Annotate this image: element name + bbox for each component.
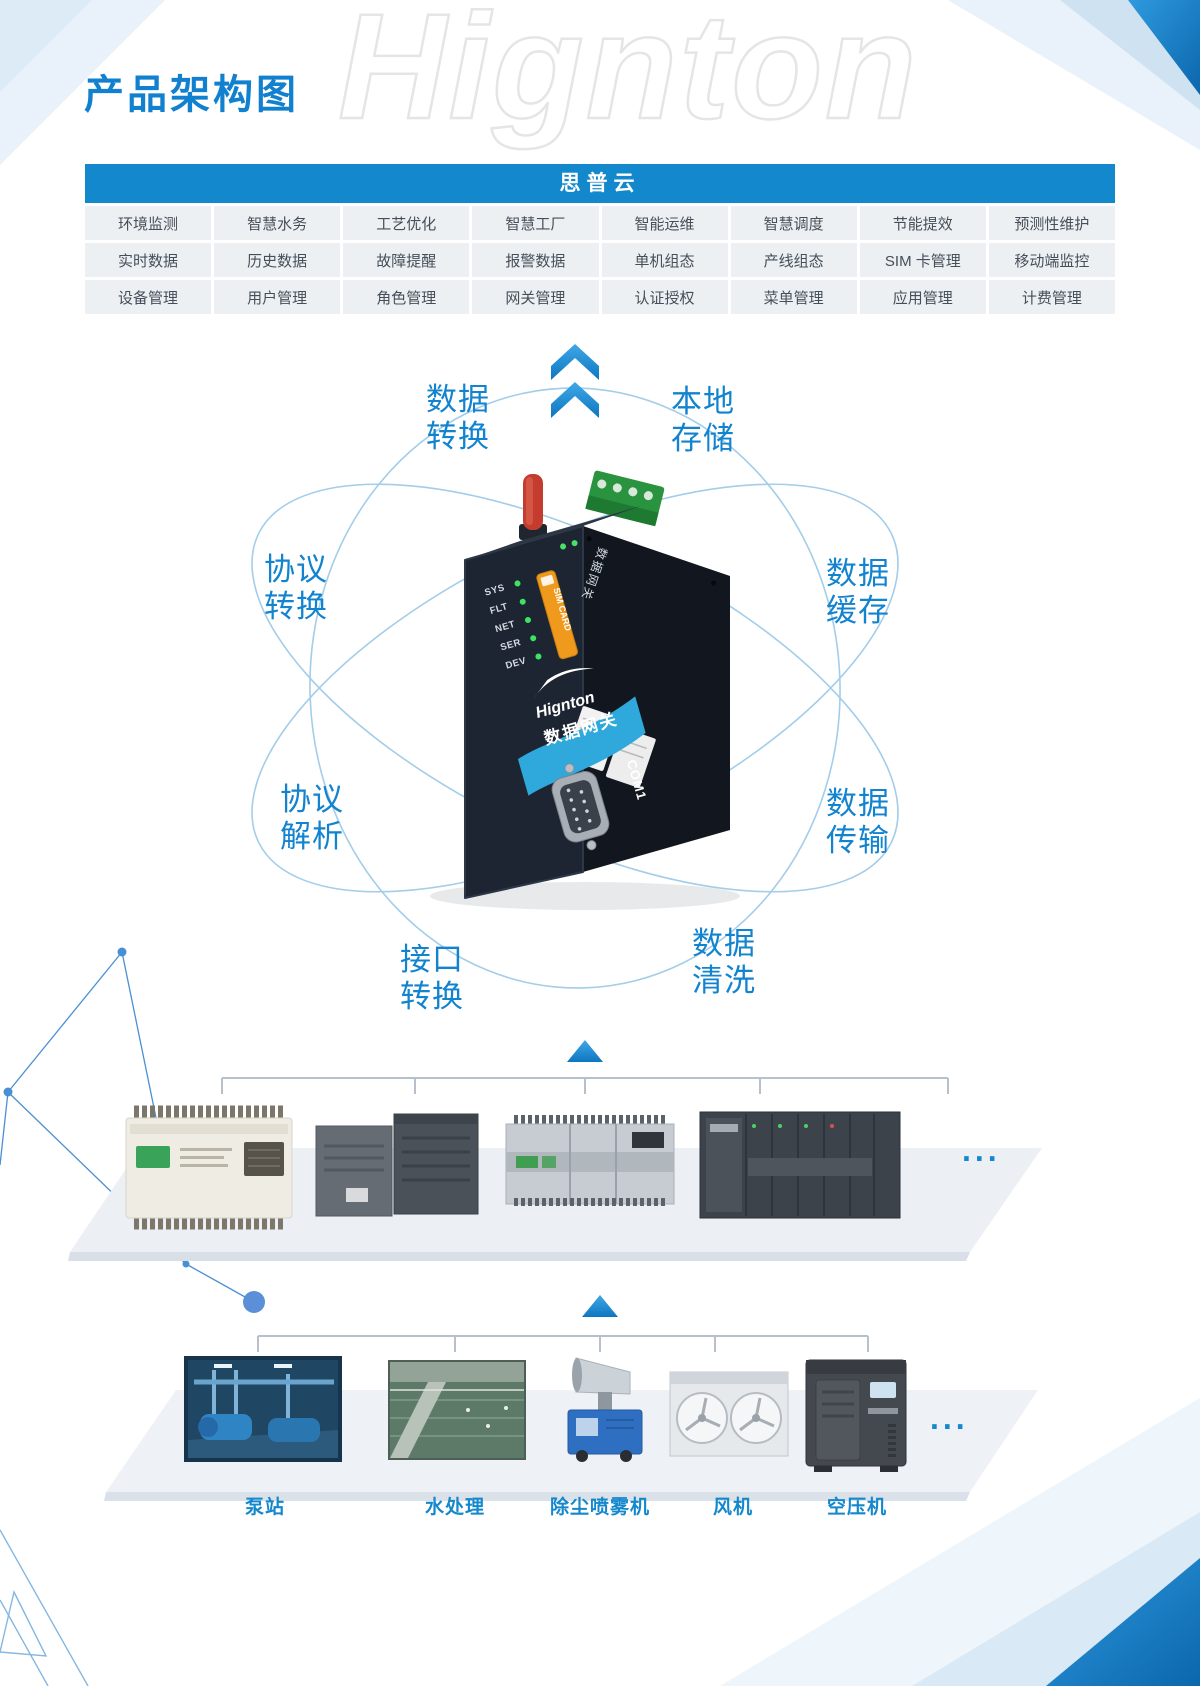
- cloud-feature-cell: 产线组态: [730, 243, 857, 277]
- led-label: SYS: [483, 582, 506, 598]
- cloud-table-header: 思普云: [85, 164, 1115, 203]
- plc-image-1: [125, 1105, 293, 1230]
- water-treatment-image: [388, 1360, 526, 1460]
- cloud-feature-cell: 环境监测: [85, 206, 212, 240]
- network-dot: [117, 947, 127, 957]
- up-chevrons-icon: [551, 344, 599, 418]
- cloud-feature-cell: 角色管理: [343, 280, 470, 314]
- cloud-table-cells: 环境监测 智慧水务 工艺优化 智慧工厂 智能运维 智慧调度 节能提效 预测性维护…: [85, 206, 1115, 314]
- page-title: 产品架构图: [84, 73, 299, 117]
- device-side-face: [583, 526, 730, 872]
- cloud-feature-cell: 智能运维: [601, 206, 728, 240]
- brand-watermark: Hignton: [338, 0, 918, 150]
- cloud-feature-cell: 移动端监控: [988, 243, 1115, 277]
- cloud-feature-cell: 智慧水务: [214, 206, 341, 240]
- orbit-label-data-cache: 数据 缓存: [826, 556, 890, 628]
- cloud-feature-cell: 节能提效: [859, 206, 986, 240]
- data-gateway-device: 数据网关 SYS FLT NET SER DEV: [430, 470, 740, 910]
- orbit-label-data-conversion: 数据 转换: [426, 382, 490, 454]
- cloud-feature-cell: 菜单管理: [730, 280, 857, 314]
- orbit-label-protocol-conversion: 协议 转换: [264, 552, 328, 624]
- cloud-feature-cell: 智慧工厂: [472, 206, 599, 240]
- equipment-label-water-treatment: 水处理: [424, 1497, 485, 1518]
- orbit-label-data-transmission: 数据 传输: [826, 786, 890, 858]
- horse-logo-icon: [533, 668, 594, 699]
- led-label: NET: [494, 619, 517, 635]
- plc-connector-tree: [221, 1077, 949, 1094]
- cloud-feature-cell: 认证授权: [601, 280, 728, 314]
- cloud-feature-cell: 智慧调度: [730, 206, 857, 240]
- cloud-feature-cell: 单机组态: [601, 243, 728, 277]
- equipment-label-dust-sprayer: 除尘喷雾机: [549, 1497, 650, 1518]
- corner-decor-bottom-left: [0, 1529, 89, 1686]
- network-dot-large: [243, 1291, 265, 1313]
- cloud-feature-cell: 用户管理: [214, 280, 341, 314]
- led-dots: [514, 580, 542, 660]
- cloud-feature-cell: 实时数据: [85, 243, 212, 277]
- equipment-label-air-compressor: 空压机: [826, 1497, 887, 1518]
- air-compressor-image: [805, 1359, 907, 1472]
- equipment-more-dots: ...: [930, 1400, 969, 1436]
- orbit-label-data-cleaning: 数据 清洗: [692, 926, 756, 998]
- cloud-feature-cell: 历史数据: [214, 243, 341, 277]
- cloud-feature-cell: 预测性维护: [988, 206, 1115, 240]
- led-label: FLT: [489, 601, 510, 617]
- plc-image-3: [505, 1115, 675, 1206]
- cloud-feature-cell: 计费管理: [988, 280, 1115, 314]
- cloud-feature-cell: 报警数据: [472, 243, 599, 277]
- network-dot: [182, 1260, 190, 1268]
- fan-image: [669, 1371, 789, 1457]
- cloud-feature-table: 思普云 环境监测 智慧水务 工艺优化 智慧工厂 智能运维 智慧调度 节能提效 预…: [85, 164, 1115, 314]
- equipment-label-pump-station: 泵站: [244, 1497, 285, 1518]
- antenna-icon: [519, 474, 547, 540]
- blue-swoosh: [517, 696, 646, 796]
- orbit-label-protocol-parsing: 协议 解析: [280, 782, 344, 854]
- cloud-feature-cell: SIM 卡管理: [859, 243, 986, 277]
- cloud-feature-cell: 故障提醒: [343, 243, 470, 277]
- cloud-feature-cell: 网关管理: [472, 280, 599, 314]
- orbit-label-interface-conversion: 接口 转换: [400, 942, 464, 1014]
- plc-more-dots: ...: [962, 1132, 1001, 1168]
- equipment-connector-tree: [257, 1335, 869, 1352]
- equipment-label-fan: 风机: [712, 1497, 753, 1518]
- terminal-block-icon: [585, 470, 665, 527]
- com1-port-icon: [551, 763, 610, 851]
- dust-sprayer-image: [567, 1357, 643, 1462]
- up-arrow-plc-icon: [567, 1040, 603, 1062]
- cloud-feature-cell: 应用管理: [859, 280, 986, 314]
- network-dot: [3, 1087, 13, 1097]
- cloud-feature-cell: 工艺优化: [343, 206, 470, 240]
- orbit-label-local-storage: 本地 存储: [671, 384, 735, 456]
- plc-image-4: [699, 1111, 901, 1219]
- pump-station-image: [184, 1356, 342, 1462]
- plc-image-2: [315, 1113, 479, 1217]
- up-arrow-equipment-icon: [582, 1295, 618, 1317]
- cloud-feature-cell: 设备管理: [85, 280, 212, 314]
